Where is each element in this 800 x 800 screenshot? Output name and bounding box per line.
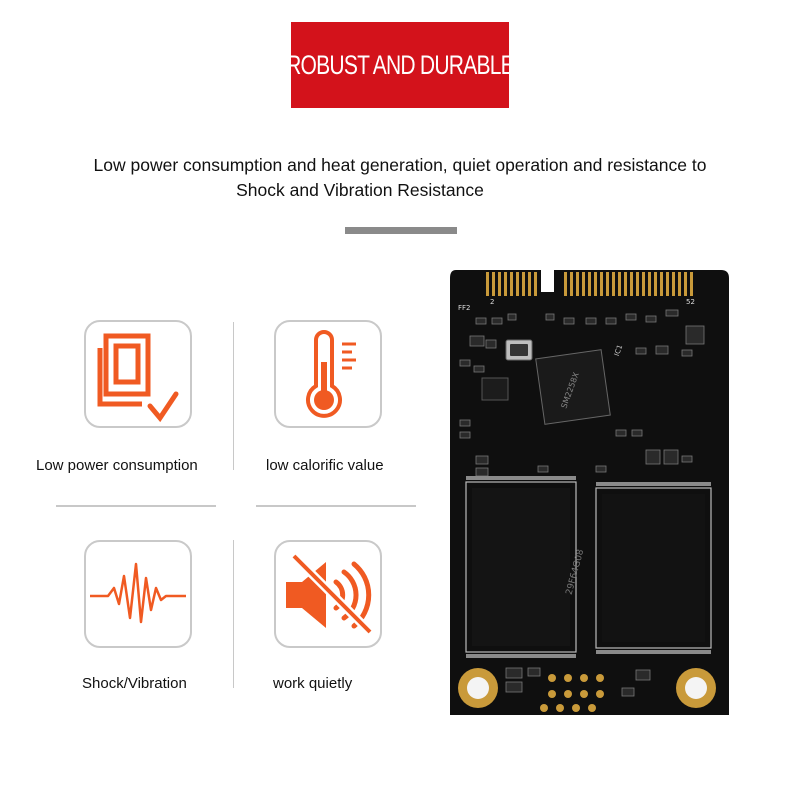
- controller-chip: SM2258X: [535, 349, 611, 425]
- speaker-mute-icon: [286, 552, 374, 636]
- mounting-hole-right: [676, 668, 716, 708]
- document-check-icon: [97, 333, 179, 423]
- thermometer-icon: [306, 330, 356, 418]
- feature-label-low-power: Low power consumption: [36, 457, 198, 474]
- feature-box-quiet: [274, 540, 382, 648]
- feature-label-quiet: work quietly: [273, 675, 353, 692]
- grid-vertical-line: [233, 540, 234, 688]
- feature-label-calorific: low calorific value: [266, 457, 384, 474]
- flash-chip-right: [595, 482, 712, 654]
- edge-connector: [486, 272, 693, 296]
- title-banner: ROBUST AND DURABLE: [286, 22, 515, 108]
- test-pads: [540, 674, 604, 712]
- tagline-line-1: Low power consumption and heat generatio…: [93, 155, 707, 175]
- waveform-icon: [90, 562, 186, 624]
- section-divider: [345, 227, 457, 234]
- grid-horizontal-line: [256, 505, 416, 507]
- silkscreen-2: 2: [490, 298, 494, 306]
- feature-box-low-power: [84, 320, 192, 428]
- flash-chip-left: 29F64G08: [465, 476, 586, 658]
- grid-horizontal-line: [56, 505, 216, 507]
- feature-box-shock: [84, 540, 192, 648]
- tagline-line-2: Shock and Vibration Resistance: [236, 180, 484, 200]
- mounting-hole-left: [458, 668, 498, 708]
- feature-box-calorific: [274, 320, 382, 428]
- silkscreen-ic1: IC1: [613, 344, 624, 357]
- banner-title: ROBUST AND DURABLE: [286, 49, 515, 80]
- silkscreen-ff2: FF2: [458, 304, 471, 312]
- grid-vertical-line: [233, 322, 234, 470]
- mini-sata-ssd-board: FF2 2 52 SM2258X IC1 29F64G0: [450, 270, 729, 715]
- feature-label-shock: Shock/Vibration: [82, 675, 187, 692]
- silkscreen-52: 52: [686, 298, 695, 306]
- smd-components: [459, 309, 705, 477]
